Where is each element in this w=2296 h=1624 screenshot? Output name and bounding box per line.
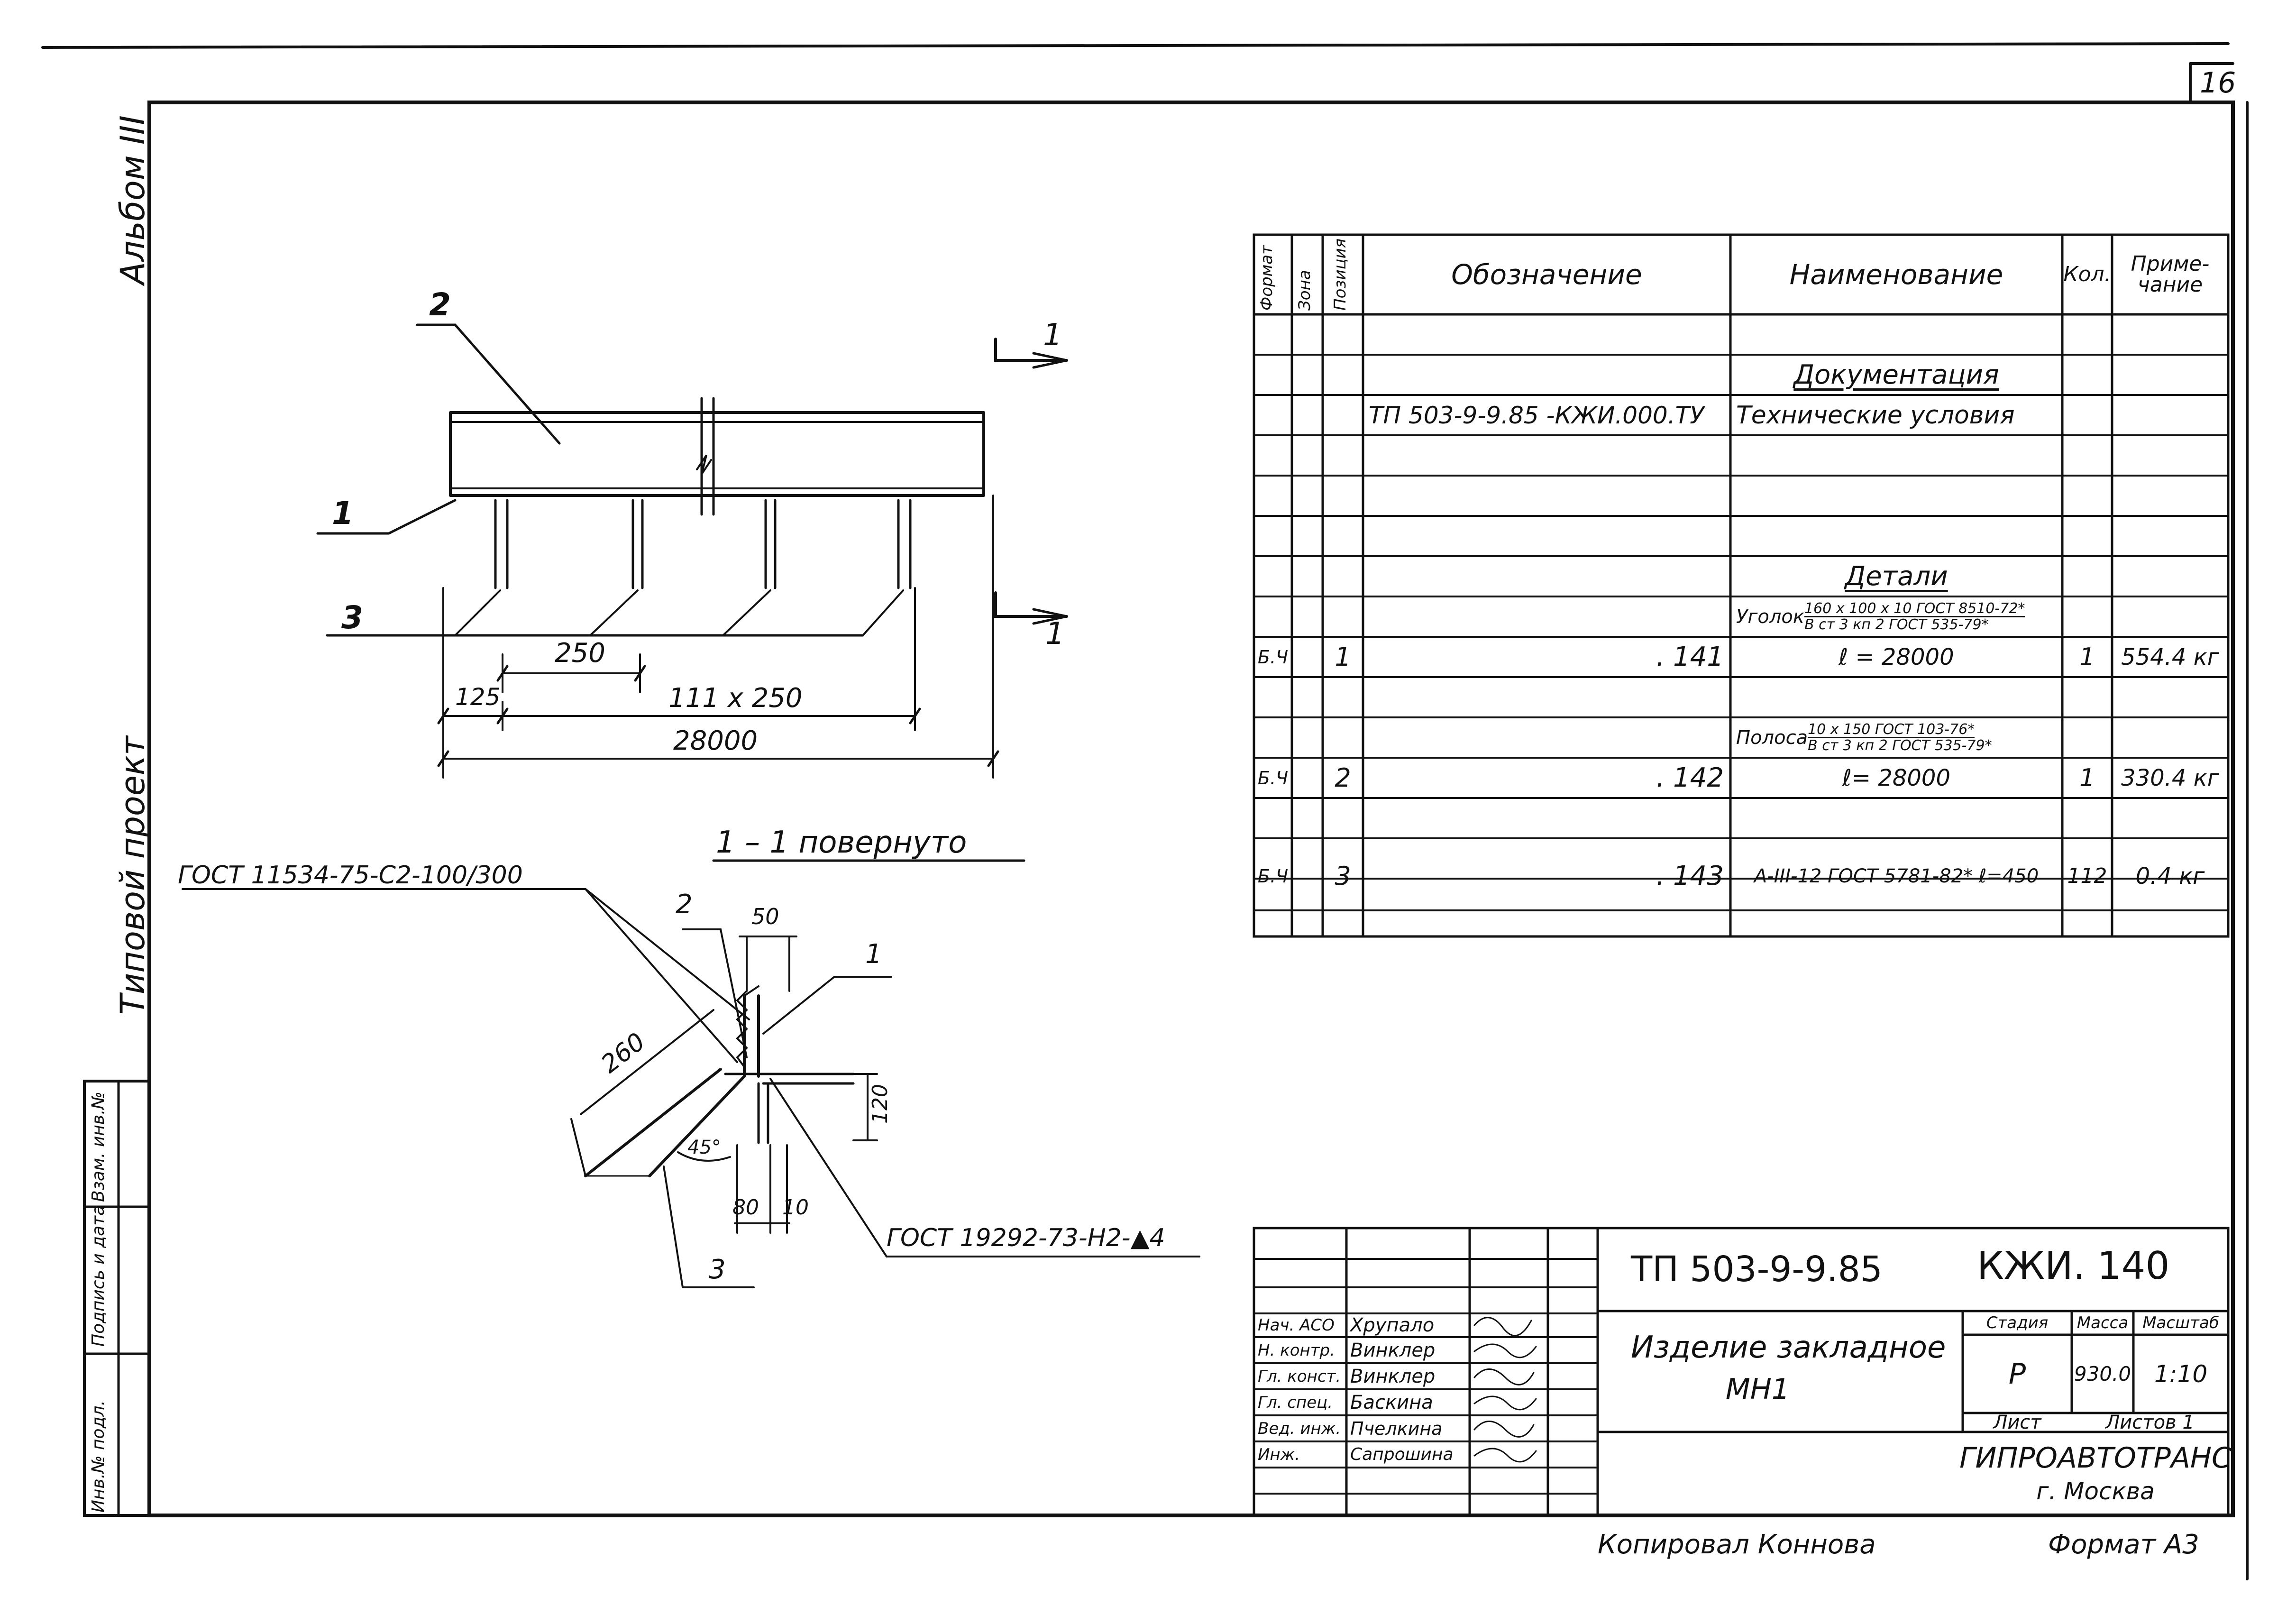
- section-callout-1: 1: [865, 939, 882, 970]
- row1-qty: 1: [2079, 642, 2095, 671]
- row2-designation: . 142: [1656, 762, 1724, 793]
- row1-format: Б.Ч: [1257, 646, 1289, 668]
- plan-callout-1: 1: [332, 495, 354, 532]
- row3-format: Б.Ч: [1257, 865, 1289, 887]
- tb-scale: 1:10: [2154, 1360, 2208, 1388]
- tb-org-1: ГИПРОАВТОТРАНС: [1959, 1441, 2232, 1475]
- tb-stage: Р: [2008, 1357, 2026, 1391]
- row1-note: 554.4 кг: [2121, 643, 2219, 670]
- section-mark-bottom: 1: [1045, 616, 1065, 651]
- tb-mass: 930.0: [2074, 1362, 2131, 1385]
- section-mark-top: 1: [1043, 318, 1062, 353]
- tb-sheet-label: Лист: [1993, 1412, 2041, 1433]
- part2-bottom: В ст 3 кп 2 ГОСТ 535-79*: [1808, 737, 1992, 754]
- row2-note: 330.4 кг: [2121, 764, 2219, 791]
- section-parts: Детали: [1845, 560, 1948, 592]
- hdr-zone: Зона: [1295, 270, 1314, 311]
- tb-scale-label: Масштаб: [2142, 1313, 2219, 1332]
- section-docs: Документация: [1793, 359, 1999, 390]
- weld-note-1: ГОСТ 11534-75-С2-100/300: [178, 861, 523, 890]
- row3-designation: . 143: [1656, 860, 1724, 891]
- row1-designation: . 141: [1656, 641, 1724, 672]
- stamp-sign-label: Подпись и дата: [89, 1205, 108, 1347]
- part1-top: 160 х 100 х 10 ГОСТ 8510-72*: [1804, 600, 2025, 617]
- tb-doc-code: ТП 503-9-9.85: [1631, 1249, 1883, 1290]
- dim-45: 45°: [687, 1137, 721, 1158]
- row3-note: 0.4 кг: [2135, 862, 2205, 890]
- section-callout-3: 3: [709, 1254, 726, 1285]
- signer-role-2: Н. контр.: [1258, 1340, 1335, 1360]
- part2-prefix: Полоса: [1736, 726, 1808, 749]
- hdr-name: Наименование: [1789, 258, 2003, 291]
- dim-10: 10: [782, 1195, 809, 1220]
- hdr-position: Позиция: [1331, 238, 1350, 311]
- dim-80: 80: [732, 1195, 759, 1220]
- signer-role-5: Вед. инж.: [1258, 1419, 1341, 1438]
- part1-fraction: 160 х 100 х 10 ГОСТ 8510-72* В ст 3 кп 2…: [1804, 601, 2025, 633]
- section-title: 1 – 1 повернуто: [716, 825, 967, 860]
- tb-stage-label: Стадия: [1986, 1313, 2049, 1332]
- row2-position: 2: [1335, 762, 1351, 793]
- signer-role-1: Нач. АСО: [1258, 1316, 1335, 1335]
- signer-name-4: Баскина: [1350, 1391, 1433, 1413]
- signer-role-3: Гл. конст.: [1258, 1367, 1341, 1386]
- doc-name: Технические условия: [1736, 401, 2015, 430]
- row2-qty: 1: [2079, 763, 2095, 792]
- dim-50: 50: [751, 904, 779, 929]
- part1-material: Уголок 160 х 100 х 10 ГОСТ 8510-72* В ст…: [1730, 596, 2062, 637]
- dim-edge: 125: [455, 683, 501, 711]
- dim-repeat: 111 х 250: [668, 683, 803, 714]
- signer-name-6: Сапрошина: [1350, 1444, 1454, 1464]
- signer-role-6: Инж.: [1258, 1445, 1300, 1464]
- hdr-format: Формат: [1257, 245, 1276, 311]
- tb-item-name-1: Изделие закладное: [1631, 1330, 1946, 1365]
- tb-sheet-code: КЖИ. 140: [1977, 1244, 2170, 1288]
- plan-callout-2: 2: [429, 286, 451, 323]
- signer-name-1: Хрупало: [1350, 1314, 1435, 1336]
- part2-material: Полоса 10 х 150 ГОСТ 103-76* В ст 3 кп 2…: [1730, 717, 2062, 758]
- hdr-designation: Обозначение: [1451, 258, 1642, 291]
- row3-position: 3: [1335, 861, 1351, 891]
- row2-format: Б.Ч: [1257, 767, 1289, 789]
- hdr-qty: Кол.: [2063, 262, 2111, 286]
- dim-spacing: 250: [555, 638, 605, 669]
- signer-name-3: Винклер: [1350, 1365, 1436, 1387]
- format-label: Формат А3: [2048, 1529, 2199, 1560]
- row2-name: ℓ= 28000: [1842, 764, 1950, 791]
- tb-sheets-label: Листов 1: [2105, 1412, 2195, 1433]
- part1-prefix: Уголок: [1736, 606, 1805, 628]
- stamp-inv-label: Инв.№ подл.: [89, 1400, 108, 1513]
- row3-name: А-III-12 ГОСТ 5781-82* ℓ=450: [1754, 865, 2039, 887]
- stamp-replace-label: Взам. инв.№: [89, 1092, 108, 1202]
- weld-note-2: ГОСТ 19292-73-Н2-▲4: [887, 1224, 1165, 1252]
- part1-bottom: В ст 3 кп 2 ГОСТ 535-79*: [1804, 616, 1989, 633]
- page-number: 16: [2200, 66, 2236, 100]
- part2-fraction: 10 х 150 ГОСТ 103-76* В ст 3 кп 2 ГОСТ 5…: [1808, 722, 1992, 753]
- part2-top: 10 х 150 ГОСТ 103-76*: [1808, 721, 1975, 738]
- tb-item-name-2: МН1: [1726, 1373, 1790, 1406]
- hdr-note: Приме- чание: [2131, 252, 2210, 297]
- album-label: Альбом III: [113, 115, 152, 284]
- signer-name-5: Пчелкина: [1350, 1418, 1443, 1439]
- dim-120: 120: [868, 1084, 892, 1124]
- signer-role-4: Гл. спец.: [1258, 1393, 1333, 1412]
- copied-by: Копировал Коннова: [1598, 1529, 1876, 1560]
- tb-org-2: г. Москва: [2036, 1477, 2155, 1505]
- project-type-label: Типовой проект: [113, 736, 152, 1015]
- section-callout-2: 2: [676, 889, 693, 920]
- dim-total: 28000: [673, 725, 758, 756]
- doc-designation: ТП 503-9-9.85 -КЖИ.000.ТУ: [1369, 401, 1704, 429]
- row1-name: ℓ = 28000: [1839, 643, 1954, 670]
- signer-name-2: Винклер: [1350, 1339, 1436, 1361]
- row3-qty: 112: [2067, 863, 2107, 888]
- tb-mass-label: Масса: [2076, 1313, 2129, 1332]
- row1-position: 1: [1335, 642, 1351, 672]
- plan-callout-3: 3: [341, 599, 363, 636]
